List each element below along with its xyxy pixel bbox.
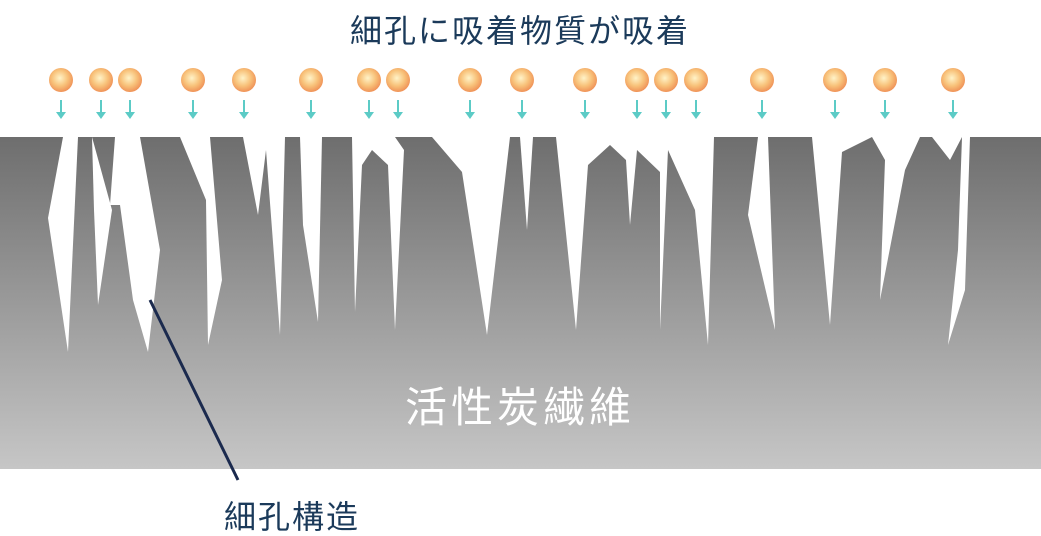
adsorbate-particle-icon bbox=[823, 68, 847, 92]
adsorbate-particle-icon bbox=[232, 68, 256, 92]
pore bbox=[932, 137, 970, 345]
adsorption-arrows bbox=[56, 100, 958, 119]
down-arrow-icon bbox=[830, 100, 840, 119]
adsorbate-particle-icon bbox=[181, 68, 205, 92]
pore bbox=[110, 137, 160, 352]
pore bbox=[748, 137, 775, 330]
down-arrow-icon bbox=[948, 100, 958, 119]
down-arrow-icon bbox=[880, 100, 890, 119]
down-arrow-icon bbox=[188, 100, 198, 119]
pore bbox=[92, 137, 112, 305]
down-arrow-icon bbox=[517, 100, 527, 119]
down-arrow-icon bbox=[632, 100, 642, 119]
down-arrow-icon bbox=[757, 100, 767, 119]
pore bbox=[352, 137, 404, 330]
pore-structure-label: 細孔構造 bbox=[224, 498, 360, 536]
pore-leader-line bbox=[148, 299, 240, 481]
adsorbate-particle-icon bbox=[118, 68, 142, 92]
diagram-title: 細孔に吸着物質が吸着 bbox=[350, 12, 690, 50]
carbon-fiber-body bbox=[0, 137, 1041, 469]
pore bbox=[48, 137, 78, 352]
down-arrow-icon bbox=[465, 100, 475, 119]
adsorbate-particle-icon bbox=[941, 68, 965, 92]
down-arrow-icon bbox=[306, 100, 316, 119]
adsorbate-particle-icon bbox=[750, 68, 774, 92]
pore bbox=[556, 137, 714, 345]
down-arrow-icon bbox=[364, 100, 374, 119]
adsorbate-particle-icon bbox=[873, 68, 897, 92]
adsorbate-particle-icon bbox=[625, 68, 649, 92]
adsorbate-particle-icon bbox=[510, 68, 534, 92]
down-arrow-icon bbox=[125, 100, 135, 119]
adsorbate-particles bbox=[49, 68, 965, 92]
pore bbox=[432, 137, 510, 335]
pore bbox=[243, 137, 285, 335]
down-arrow-icon bbox=[96, 100, 106, 119]
pore-structures bbox=[48, 137, 970, 352]
pore bbox=[300, 137, 322, 322]
down-arrow-icon bbox=[393, 100, 403, 119]
adsorbate-particle-icon bbox=[89, 68, 113, 92]
adsorbate-particle-icon bbox=[357, 68, 381, 92]
down-arrow-icon bbox=[691, 100, 701, 119]
adsorbate-particle-icon bbox=[299, 68, 323, 92]
adsorbate-particle-icon bbox=[573, 68, 597, 92]
fiber-label: 活性炭繊維 bbox=[405, 383, 635, 432]
down-arrow-icon bbox=[661, 100, 671, 119]
adsorbate-particle-icon bbox=[654, 68, 678, 92]
adsorbate-particle-icon bbox=[458, 68, 482, 92]
adsorbate-particle-icon bbox=[386, 68, 410, 92]
pore bbox=[520, 137, 533, 230]
pore bbox=[180, 137, 222, 345]
adsorbate-particle-icon bbox=[684, 68, 708, 92]
adsorbate-particle-icon bbox=[49, 68, 73, 92]
pore bbox=[812, 137, 920, 325]
down-arrow-icon bbox=[56, 100, 66, 119]
down-arrow-icon bbox=[580, 100, 590, 119]
down-arrow-icon bbox=[239, 100, 249, 119]
